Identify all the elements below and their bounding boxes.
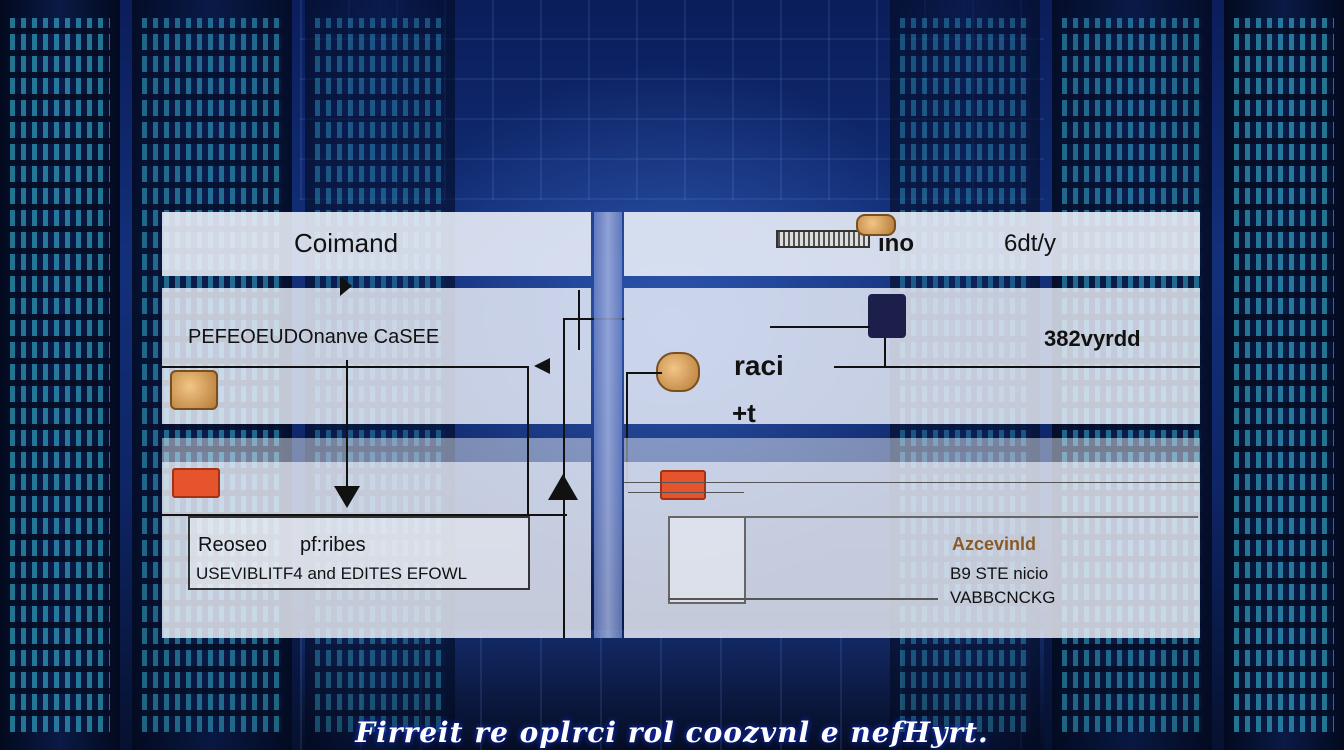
arrow-up-icon bbox=[548, 474, 578, 500]
left-lower-block bbox=[162, 462, 591, 638]
connector-line bbox=[626, 372, 662, 374]
side-label-2: B9 STE nicio bbox=[950, 564, 1049, 583]
connector-line bbox=[346, 360, 348, 494]
info-box-line2: USEVIBLITF4 and EDITES EFOWL bbox=[196, 564, 468, 583]
server-rack-right-1 bbox=[1224, 0, 1344, 750]
connector-line bbox=[770, 326, 870, 328]
right-small-mark: +t bbox=[732, 398, 756, 428]
side-label-1: Azcevinld bbox=[952, 534, 1037, 554]
right-upper-block bbox=[624, 288, 1200, 424]
connector-plug-icon bbox=[856, 214, 896, 236]
left-band bbox=[162, 438, 591, 462]
connector-line bbox=[162, 514, 567, 516]
connector-line bbox=[527, 366, 529, 516]
orange-chip-icon bbox=[660, 470, 706, 500]
gold-chip-icon bbox=[170, 370, 218, 410]
connector-line bbox=[162, 366, 528, 368]
left-info-box bbox=[188, 516, 530, 590]
connector-line bbox=[742, 516, 1198, 518]
side-label-3: VABBCNCKG bbox=[950, 588, 1056, 607]
connector-line bbox=[834, 366, 1200, 368]
left-row-label: PEFEOEUDOnanve CaSEE bbox=[188, 326, 440, 348]
right-lower-block bbox=[624, 462, 1200, 638]
server-rack-left-1 bbox=[0, 0, 120, 750]
device-icon bbox=[868, 294, 906, 338]
info-box-line1: Reoseo bbox=[198, 534, 267, 556]
connector-line bbox=[668, 598, 938, 600]
orange-chip-icon bbox=[172, 468, 220, 498]
comb-icon bbox=[776, 230, 870, 248]
empty-box bbox=[668, 516, 746, 604]
right-header-strip bbox=[624, 212, 1200, 276]
arrow-down-icon bbox=[340, 276, 352, 296]
left-upper-block bbox=[162, 288, 591, 424]
arrow-down-icon bbox=[334, 486, 360, 508]
right-header-right: 6dt/y bbox=[1004, 230, 1057, 257]
center-divider bbox=[594, 212, 622, 638]
gold-coin-icon bbox=[656, 352, 700, 392]
bottom-caption: Firreit re oplrci rol coozvnl e nefHyrt. bbox=[355, 716, 989, 749]
right-band bbox=[624, 438, 1200, 462]
right-row-label: raci bbox=[734, 350, 784, 381]
left-header-title: Coimand bbox=[294, 228, 399, 258]
connector-line bbox=[628, 492, 744, 493]
right-row-value: 382vyrdd bbox=[1044, 326, 1141, 351]
connector-line bbox=[884, 338, 886, 368]
connector-line bbox=[578, 290, 580, 350]
info-box-line1b: pf:ribes bbox=[300, 534, 366, 556]
connector-line bbox=[624, 482, 1200, 483]
arrow-left-icon bbox=[534, 358, 550, 374]
connector-line bbox=[626, 372, 628, 492]
left-header-strip bbox=[162, 212, 591, 276]
